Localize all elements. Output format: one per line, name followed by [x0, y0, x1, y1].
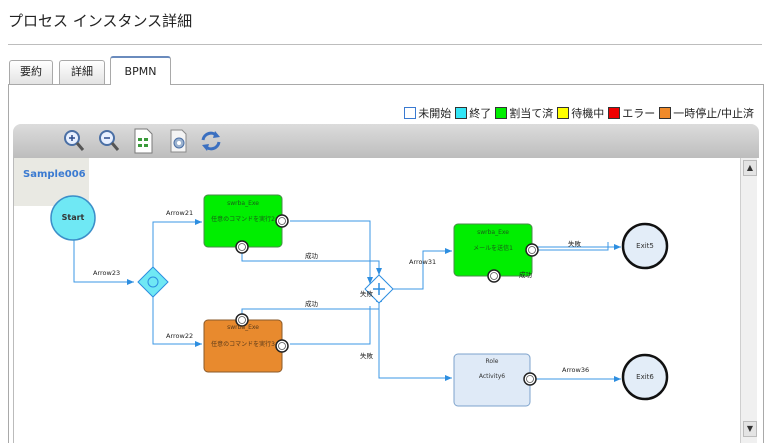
- zoom-in-button[interactable]: [62, 128, 86, 154]
- edge-arrow23: [73, 240, 134, 285]
- legend-label: 待機中: [571, 107, 605, 120]
- zoom-out-icon: [99, 130, 120, 151]
- export-sheet-icon: [134, 128, 153, 154]
- edge-fail-gateway: [378, 303, 452, 381]
- edge-success3: [538, 242, 609, 251]
- exit6-label: Exit6: [636, 373, 654, 381]
- bpmn-canvas[interactable]: Sample006: [13, 158, 741, 443]
- legend-swatch-waiting: [557, 107, 570, 119]
- zoom-in-icon: [64, 130, 85, 151]
- refresh-icon: [201, 131, 221, 151]
- boundary-event[interactable]: [275, 214, 289, 228]
- legend-label: エラー: [622, 107, 656, 120]
- title-divider: [8, 44, 762, 45]
- task2-title: swrba_Exe: [227, 324, 259, 331]
- edge-label-fail3: 失敗: [568, 240, 581, 248]
- edge-label-arrow23: Arrow23: [93, 269, 121, 277]
- legend-label: 終了: [469, 107, 492, 120]
- legend-label: 未開始: [418, 107, 452, 120]
- refresh-button[interactable]: [199, 128, 223, 154]
- boundary-event[interactable]: [487, 269, 501, 283]
- edge-label-success1: 成功: [305, 252, 318, 260]
- tab-bpmn[interactable]: BPMN: [110, 56, 171, 85]
- bpmn-diagram: [50, 194, 669, 407]
- legend-label: 割当て済: [509, 107, 554, 120]
- gateway-split[interactable]: [137, 266, 169, 298]
- exit5-label: Exit5: [636, 242, 654, 250]
- boundary-event[interactable]: [235, 313, 249, 327]
- settings-button[interactable]: [167, 128, 191, 154]
- edge-arrow21: [152, 219, 202, 267]
- gateway-split-marker: [147, 276, 159, 288]
- legend-label: 一時停止/中止済: [673, 107, 754, 120]
- legend-swatch-suspended: [659, 107, 672, 119]
- legend-swatch-not-started: [404, 107, 417, 119]
- page-title: プロセス インスタンス詳細: [8, 12, 193, 30]
- legend-error: エラー: [608, 105, 655, 121]
- edge-fail2: [290, 306, 371, 345]
- settings-icon: [170, 129, 187, 153]
- legend-swatch-error: [608, 107, 621, 119]
- end-event-exit6[interactable]: [621, 353, 669, 401]
- tab-details[interactable]: 詳細: [59, 60, 105, 84]
- edge-success1: [241, 250, 382, 275]
- edge-fail1: [290, 220, 373, 284]
- boundary-event[interactable]: [525, 243, 539, 257]
- legend-swatch-finished: [455, 107, 468, 119]
- start-event[interactable]: [50, 195, 96, 241]
- legend-not-started: 未開始: [404, 105, 451, 121]
- tab-summary[interactable]: 要約: [9, 60, 53, 84]
- edge-label-success3: 成功: [519, 271, 532, 279]
- diagram-toolbar: [13, 124, 759, 158]
- start-label: Start: [61, 213, 85, 222]
- edge-label-fail2: 失敗: [360, 352, 373, 360]
- edge-label-arrow36: Arrow36: [562, 366, 590, 374]
- edge-label-arrow22: Arrow22: [166, 332, 194, 340]
- task1-subtitle: 任意のコマンドを実行2: [211, 216, 275, 223]
- boundary-event[interactable]: [275, 339, 289, 353]
- boundary-event[interactable]: [235, 240, 249, 254]
- legend-swatch-assigned: [495, 107, 508, 119]
- vertical-scrollbar[interactable]: ▲ ▼: [740, 158, 757, 443]
- scroll-up-icon[interactable]: ▲: [743, 160, 757, 176]
- end-event-exit5[interactable]: [621, 222, 669, 270]
- status-legend: 未開始 終了 割当て済 待機中 エラー 一時停止/中止済: [400, 106, 754, 120]
- process-name: Sample006: [23, 169, 86, 180]
- legend-suspended: 一時停止/中止済: [659, 105, 754, 121]
- edge-label-success2: 成功: [305, 300, 318, 308]
- edge-label-arrow31: Arrow31: [409, 258, 437, 266]
- task3-subtitle: メールを送信1: [473, 245, 513, 252]
- task1-title: swrba_Exe: [227, 200, 259, 207]
- task3-title: swrba_Exe: [477, 229, 509, 236]
- edge-label-fail1: 失敗: [360, 290, 373, 298]
- zoom-out-button[interactable]: [97, 128, 121, 154]
- export-button[interactable]: [132, 128, 156, 154]
- edge-arrow31: [393, 248, 452, 290]
- edge-arrow22: [152, 297, 202, 347]
- role-task-subtitle: Activity6: [478, 373, 506, 380]
- boundary-event[interactable]: [523, 372, 537, 386]
- legend-waiting: 待機中: [557, 105, 604, 121]
- edge-label-arrow21: Arrow21: [166, 209, 194, 217]
- legend-finished: 終了: [455, 105, 491, 121]
- scroll-down-icon[interactable]: ▼: [743, 421, 757, 437]
- legend-assigned: 割当て済: [495, 105, 553, 121]
- role-task-title: Role: [485, 358, 499, 365]
- task2-subtitle: 任意のコマンドを実行3: [211, 341, 275, 348]
